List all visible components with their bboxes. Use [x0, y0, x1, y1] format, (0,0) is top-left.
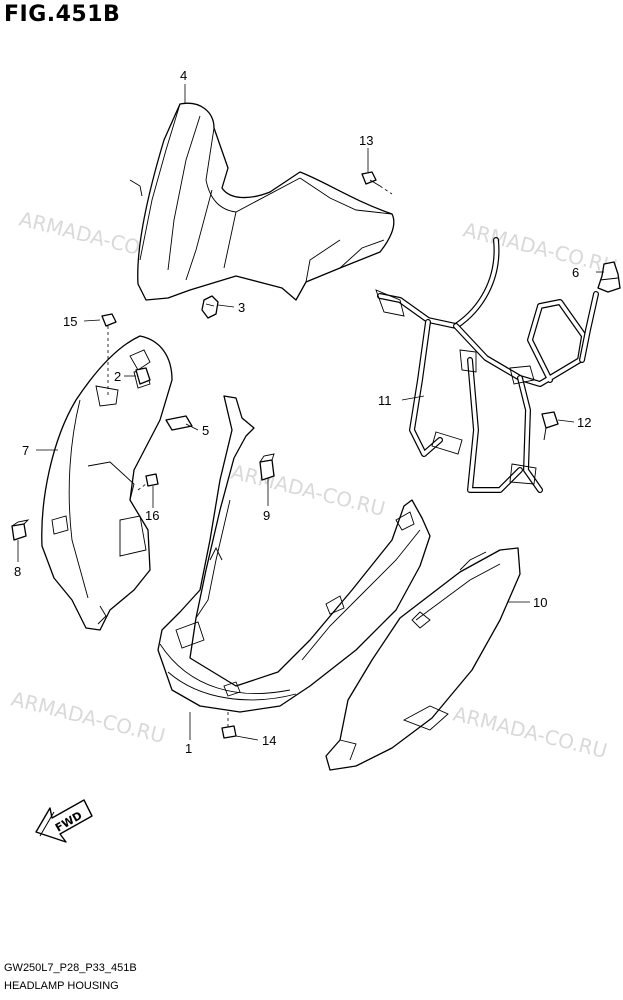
watermark-5: ARMADA-CO.RU: [451, 702, 610, 763]
callout-labels: 4 13 3 6 15 2 5 7 11 12 16 9 8 10 1 14: [14, 68, 591, 756]
part-13-bolt: [361, 171, 393, 195]
part-10-side-cover: [325, 547, 521, 771]
callout-13: 13: [359, 133, 373, 148]
part-7-side-panel: [41, 335, 173, 631]
callout-8: 8: [14, 564, 21, 579]
callout-16: 16: [145, 508, 159, 523]
callout-5: 5: [202, 423, 209, 438]
part-8-pad: [11, 519, 30, 541]
figure-name: HEADLAMP HOUSING: [4, 980, 119, 992]
watermark-2: ARMADA-CO.RU: [461, 218, 620, 279]
part-6-grommet: [597, 261, 621, 293]
part-5-pad: [165, 415, 193, 431]
callout-4: 4: [180, 68, 187, 83]
callout-11: 11: [378, 393, 392, 408]
part-11-frame-bracket: [375, 237, 599, 493]
callout-3: 3: [238, 300, 245, 315]
part-4-upper-cowl: [129, 102, 395, 301]
leader-lines: [17, 84, 604, 741]
part-15-bolt: [101, 313, 117, 398]
callout-10: 10: [533, 595, 547, 610]
figure-code: GW250L7_P28_P33_451B: [4, 962, 137, 974]
fwd-arrow-icon: FWD: [35, 799, 93, 843]
callout-15: 15: [63, 314, 77, 329]
part-9-pad: [259, 453, 275, 481]
part-2-clip: [135, 367, 151, 385]
figure-title: FIG.451B: [4, 2, 121, 27]
watermark-4: ARMADA-CO.RU: [9, 687, 168, 748]
part-1-lower-cowl: [157, 395, 431, 728]
part-14-screw: [221, 725, 237, 739]
part-3-clip: [201, 295, 219, 319]
callout-6: 6: [572, 265, 579, 280]
callout-1: 1: [185, 741, 192, 756]
watermark-3: ARMADA-CO.RU: [229, 460, 388, 521]
callout-9: 9: [263, 508, 270, 523]
part-16-screw: [137, 473, 159, 491]
callout-14: 14: [262, 733, 276, 748]
callout-7: 7: [22, 443, 29, 458]
callout-2: 2: [114, 369, 121, 384]
callout-12: 12: [577, 415, 591, 430]
part-12-bolt: [541, 411, 559, 441]
